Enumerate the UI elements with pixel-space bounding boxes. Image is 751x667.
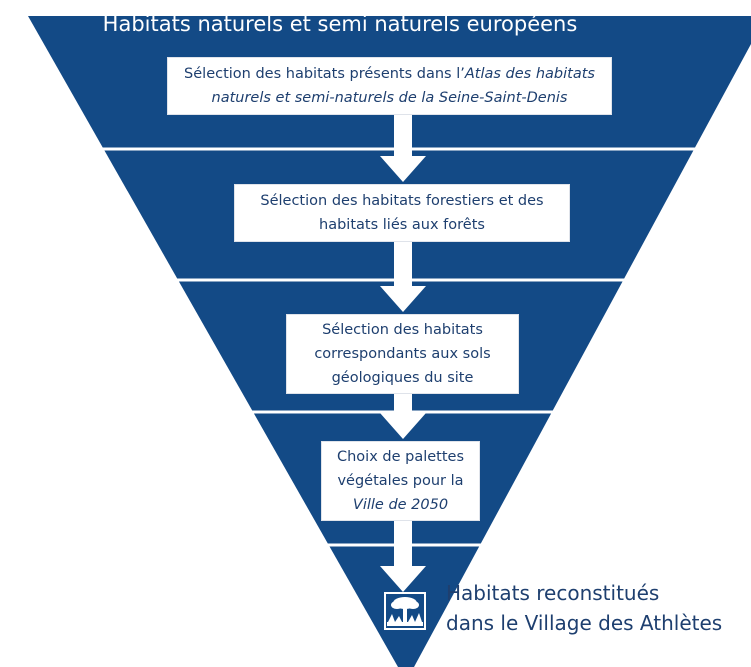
step-1-line-1-italic: Atlas des habitats — [464, 66, 595, 82]
funnel-title: Habitats naturels et semi naturels europ… — [102, 12, 578, 36]
step-1-line-1-text: Sélection des habitats présents dans l’ — [184, 66, 465, 82]
step-4-box: Choix de palettes végétales pour la Vill… — [321, 441, 480, 521]
step-1-box: Sélection des habitats présents dans l’A… — [167, 57, 612, 115]
step-1-line-1: Sélection des habitats présents dans l’A… — [184, 62, 595, 86]
step-4-line-3: Ville de 2050 — [352, 497, 449, 513]
result-line-1: Habitats reconstitués — [446, 581, 660, 605]
step-4-line-1: Choix de palettes — [336, 449, 465, 465]
flow-arrow-1 — [380, 115, 426, 182]
step-1-line-2: naturels et semi-naturels de la Seine-Sa… — [211, 90, 568, 106]
step-2-line-1: Sélection des habitats forestiers et des — [260, 193, 544, 209]
step-3-line-1: Sélection des habitats — [322, 322, 483, 338]
flow-arrow-4 — [380, 521, 426, 592]
step-2-line-2: habitats liés aux forêts — [319, 217, 485, 233]
funnel-dividers — [0, 147, 751, 547]
result-line-2: dans le Village des Athlètes — [446, 611, 723, 635]
flow-arrow-2 — [380, 242, 426, 312]
step-4-line-2: végétales pour la — [337, 473, 464, 489]
step-2-box: Sélection des habitats forestiers et des… — [234, 184, 570, 242]
step-3-box: Sélection des habitats correspondants au… — [286, 314, 519, 394]
step-3-line-3: géologiques du site — [331, 370, 474, 386]
step-3-line-2: correspondants aux sols — [314, 346, 491, 362]
flow-arrows — [380, 115, 426, 592]
result-label: Habitats reconstitués dans le Village de… — [446, 578, 722, 638]
flow-arrow-3 — [380, 394, 426, 439]
forest-habitat-icon — [384, 592, 426, 630]
